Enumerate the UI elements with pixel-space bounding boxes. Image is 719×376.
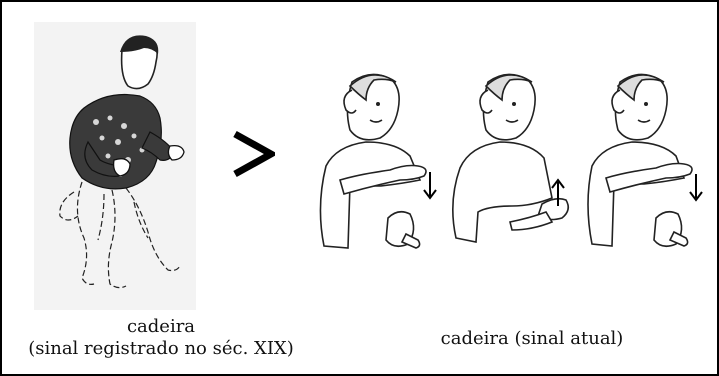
current-sign-caption: cadeira (sinal atual) bbox=[440, 328, 624, 349]
old-sign-caption-line2: (sinal registrado no séc. XIX) bbox=[28, 338, 294, 359]
old-sign-caption-line1: cadeira bbox=[126, 316, 196, 337]
old-sign-illustration bbox=[30, 22, 200, 312]
current-sign-frame-3 bbox=[584, 64, 716, 260]
current-sign-frame-1 bbox=[312, 64, 450, 260]
current-sign-frame-2 bbox=[450, 64, 582, 260]
old-sign-caption: cadeira (sinal registrado no séc. XIX) bbox=[2, 316, 320, 360]
comparison-arrow-symbol bbox=[231, 128, 275, 184]
